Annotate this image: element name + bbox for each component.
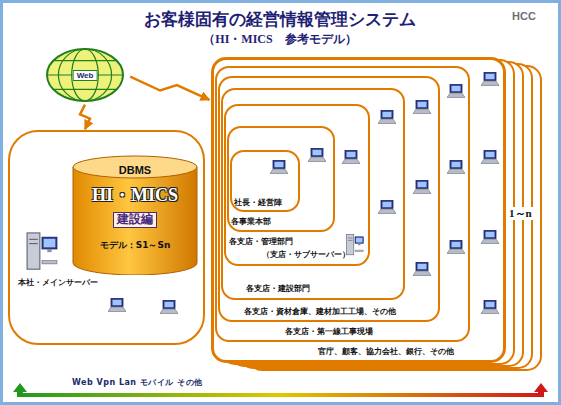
executive-box: 社長・経営陣 xyxy=(230,150,300,212)
brand-label: HCC xyxy=(512,10,536,23)
edition-label: 建設編 xyxy=(113,212,157,228)
ring-label: 社長・経営陣 xyxy=(234,198,282,207)
division-box: 各事業本部 社長・経営陣 xyxy=(227,126,335,232)
globe-label: Web xyxy=(73,70,98,81)
ring-label: 各支店・資材倉庫、建材加工工場、その他 xyxy=(244,307,396,316)
ring-label: 各支店・管理部門 xyxy=(229,237,293,246)
ring-label: 官庁、顧客、協力会社、銀行、その他 xyxy=(318,347,454,356)
construction-dept-box: 各支店・建設部門 各支店・管理部門 （支店・サブサーバー） 各事業本部 社長・経営陣 xyxy=(221,88,405,300)
system-name: HI・MICS xyxy=(92,185,178,206)
database-cylinder: DBMS HI・MICS 建設編モデル：S1～Sn xyxy=(72,155,198,275)
site-box: 各支店・第一線工事現場各支店・資材倉庫、建材加工工場、その他各支店・建設部門各支… xyxy=(215,66,470,342)
dbms-label: DBMS xyxy=(119,164,151,177)
ring-label: 各支店・第一線工事現場 xyxy=(285,327,373,336)
head-office-box: 本社・メインサーバー DBMS HI・MICS 建設編モデル：S1～Sn xyxy=(8,130,205,345)
title: お客様固有の経営情報管理システム xyxy=(144,10,416,30)
web-globe: Web xyxy=(45,47,125,103)
external-partners-box: 官庁、顧客、協力会社、銀行、その他 各支店・第一線工事現場 各支店・資材倉庫、建材加… xyxy=(212,58,505,362)
lightning-connector xyxy=(130,77,209,100)
stacked-outlines xyxy=(212,58,541,370)
lightning-connector xyxy=(80,105,90,130)
subtitle: （HI・MICS 参考モデル） xyxy=(203,33,356,47)
ring-label: 各支店・建設部門 xyxy=(246,284,310,293)
model-label: モデル：S1～Sn xyxy=(100,240,171,250)
warehouse-box: 各支店・資材倉庫、建材加工工場、その他各支店・建設部門 各支店・管理部門 （支店・サ… xyxy=(218,76,440,322)
count-label: 1～n xyxy=(508,207,533,220)
server-label: 本社・メインサーバー xyxy=(18,278,98,287)
admin-dept-box: 各支店・管理部門 （支店・サブサーバー） 各事業本部 社長・経営陣 xyxy=(224,104,370,266)
server-label: （支店・サブサーバー） xyxy=(262,251,350,260)
ring-label: 各事業本部 xyxy=(231,217,271,226)
network-label: Web Vpn Lan モバイル その他 xyxy=(72,378,203,387)
